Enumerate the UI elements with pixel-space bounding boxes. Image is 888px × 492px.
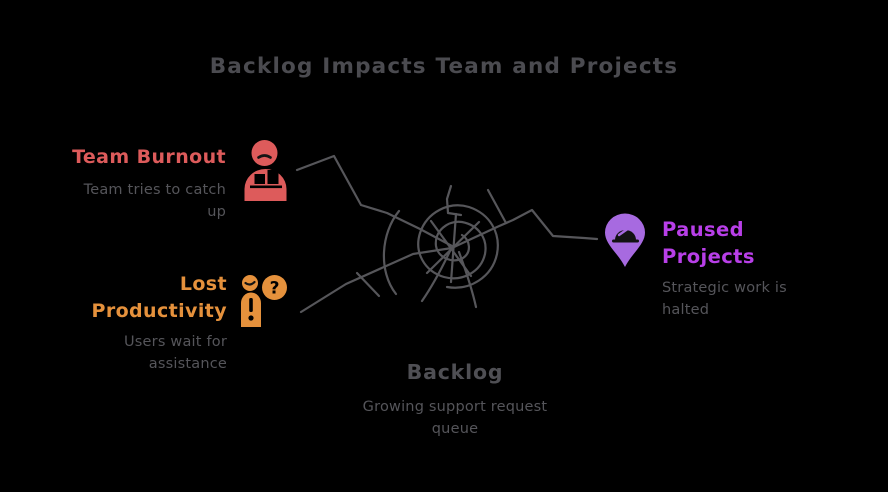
scribble-branch <box>355 271 381 298</box>
connector-paused-projects <box>452 208 599 249</box>
node-label-paused-projects: Paused Projects <box>662 218 755 268</box>
connector-team-burnout <box>295 154 454 248</box>
connector-lost-productivity <box>299 246 454 314</box>
scribble-top-stub <box>445 184 463 217</box>
question-mark-glyph: ? <box>270 279 280 299</box>
node-label-team-burnout: Team Burnout <box>72 146 226 168</box>
paused-work-location-pin-icon <box>605 213 645 267</box>
scribble-arc <box>382 209 401 296</box>
scribble-ne-stub <box>486 188 508 225</box>
node-description-lost-productivity: Users wait for assistance <box>123 334 227 373</box>
node-description-paused-projects: Strategic work is halted <box>662 280 787 319</box>
node-label-lost-productivity: Lost Productivity <box>91 273 227 322</box>
scribble-se-end <box>457 250 478 309</box>
center-node-label: Backlog <box>406 360 504 384</box>
node-description-team-burnout: Team tries to catch up <box>83 182 226 221</box>
scribble-chord <box>449 212 458 284</box>
burnout-person-icon <box>244 140 287 201</box>
scribble-sw-end <box>420 249 452 303</box>
scribble-spiral <box>417 204 499 289</box>
confused-user-question-icon: ? <box>241 275 287 327</box>
page-title: Backlog Impacts Team and Projects <box>209 54 679 79</box>
center-node-description: Growing support request queue <box>362 399 548 438</box>
